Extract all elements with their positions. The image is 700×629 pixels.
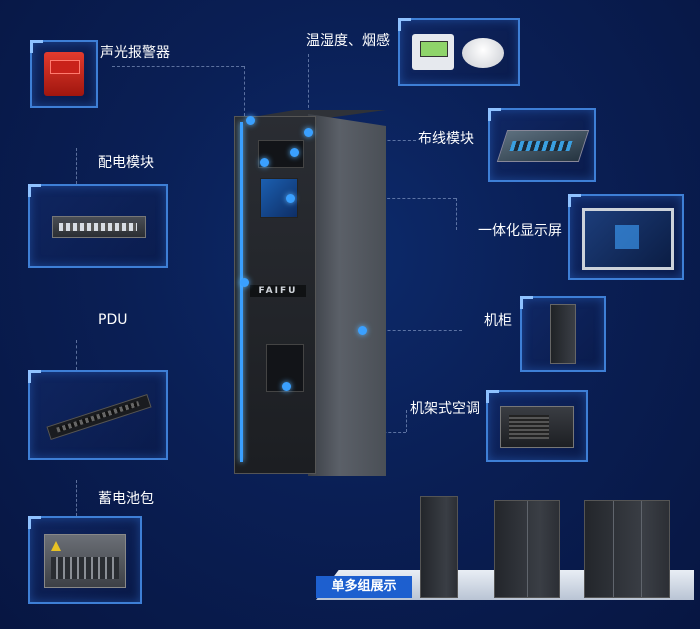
power-module-label: 配电模块 [98,155,154,171]
pdu-card [28,370,168,460]
connector-cabinet [362,330,462,331]
cabling-label: 布线模块 [418,131,474,147]
hotspot-display[interactable] [286,194,295,203]
display-image [582,208,674,270]
temp-smoke-label: 温湿度、烟感 [306,33,390,49]
power-module-image [52,216,146,238]
connector-pdu [76,340,77,370]
main-cabinet-side [308,114,386,476]
hotspot-cabling[interactable] [290,148,299,157]
connector-alarm [112,66,244,67]
rack-ac-card [486,390,588,462]
connector-display-v [456,198,457,230]
rack-ac-label: 机架式空调 [410,401,480,417]
connector-battery [76,480,77,516]
connector-temp [308,54,309,118]
display-card [568,194,684,280]
cabinet-card [520,296,606,372]
cabinet-light-strip [240,122,243,462]
alarm-card [30,40,98,108]
single-cabinet [420,496,458,598]
hotspot-cabinet[interactable] [358,326,367,335]
battery-image [44,534,126,588]
triple-cabinet [584,500,670,598]
pdu-label: PDU [98,312,128,328]
temp-smoke-card [398,18,520,86]
temp-sensor-image [412,34,454,70]
connector-power [76,148,77,184]
cabinet-brand: FAIFU [250,285,306,297]
power-module-card [28,184,168,268]
battery-label: 蓄电池包 [98,491,154,507]
cabling-card [488,108,596,182]
battery-card [28,516,142,604]
double-cabinet [494,500,560,598]
hotspot-top[interactable] [246,116,255,125]
cabling-image [496,130,590,162]
connector-alarm-v [244,66,245,116]
hotspot-power[interactable] [260,158,269,167]
cabinet-label: 机柜 [484,313,512,329]
smoke-detector-image [462,38,504,68]
alarm-label: 声光报警器 [100,45,170,61]
pdu-image [46,393,152,441]
alarm-image [44,52,84,96]
rack-ac-image [500,406,574,448]
hotspot-temp[interactable] [304,128,313,137]
display-label: 一体化显示屏 [478,223,562,239]
multi-group-banner: 单多组展示 [316,576,412,598]
hotspot-pdu[interactable] [240,278,249,287]
connector-ac-v [406,410,407,432]
hotspot-ac[interactable] [282,382,291,391]
cabinet-thumb-image [550,304,576,364]
